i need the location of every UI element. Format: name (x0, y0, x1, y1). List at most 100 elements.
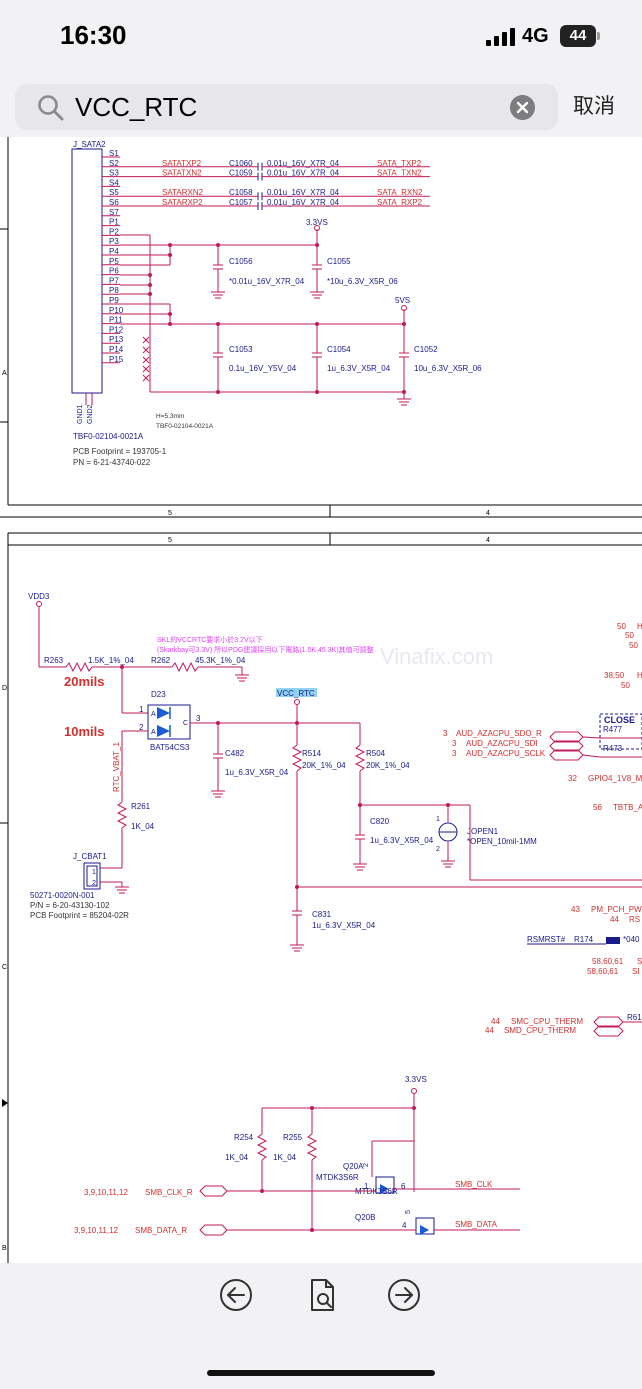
note-line1: SKL的VCCRTC要求小於3.2V以下 (157, 635, 263, 644)
r254-label: R254 (234, 1133, 254, 1142)
top-sheet: A 5 4 J_SATA2 S1S2S3S4S5S6S7P1P2P3P4P5P6… (0, 137, 642, 518)
series-cap-value: 0.01u_16V_X7R_04 (267, 198, 340, 207)
cbat-part: 50271-0020N-001 (30, 891, 95, 900)
vdd3-label: VDD3 (28, 592, 50, 601)
pin-p14: P14 (109, 345, 124, 354)
ref-h1: H (637, 622, 642, 631)
status-time: 16:30 (60, 20, 127, 50)
jopen1-pin1: 1 (436, 816, 440, 823)
q20b-label: Q20B (355, 1213, 375, 1222)
gpio4-ref: 32 (568, 774, 577, 783)
bottom-sheet: 5 4 D C B Vinafix.com VDD3 SKL的VCCRTC要求小… (0, 532, 642, 1263)
rsmrst-net: RSMRST# (527, 935, 566, 944)
d23-a2: A (151, 729, 156, 736)
pin-s4: S4 (109, 178, 119, 187)
pin-p6: P6 (109, 267, 119, 276)
battery-icon: 44 (560, 25, 596, 47)
part-note: TBF0-02104-0021A (156, 423, 214, 430)
battery-tip (597, 32, 600, 40)
close-label: CLOSE (604, 715, 635, 725)
series-cap-label: C1058 (229, 188, 253, 197)
cellular-signal-icon (486, 28, 515, 46)
r61-label: R61 (627, 1013, 642, 1022)
c1054-value: 1u_6.3V_X5R_04 (327, 364, 391, 373)
pin-s2: S2 (109, 159, 119, 168)
q20a-part: MTDK3S6R (316, 1173, 359, 1182)
q20b-pin4: 4 (402, 1221, 407, 1230)
forward-icon[interactable] (387, 1278, 421, 1312)
aud-sdo: AUD_AZACPU_SDO_R (456, 729, 542, 738)
ref-si: SI (632, 967, 640, 976)
ruler-b: B (2, 1245, 7, 1252)
c1055-label: C1055 (327, 257, 351, 266)
c820-value: 1u_6.3V_X5R_04 (370, 836, 434, 845)
mils20-note: 20mils (64, 674, 104, 689)
ref-50c: 50 (629, 641, 638, 650)
pin-s1: S1 (109, 149, 119, 158)
network-type: 4G (522, 25, 549, 47)
cbat-pn: P/N = 6-20-43130-102 (30, 901, 110, 910)
pin-p15: P15 (109, 355, 124, 364)
r261-value: 1K_04 (131, 822, 155, 831)
c1055-value: *10u_6.3V_X5R_06 (327, 277, 398, 286)
connector-part: TBF0-02104-0021A (73, 432, 144, 441)
back-icon[interactable] (219, 1278, 253, 1312)
c1052-label: C1052 (414, 345, 438, 354)
vcc-rtc-net: VCC_RTC (277, 689, 315, 698)
ruler-4b: 4 (486, 537, 490, 544)
smb-data-refs: 3,9,10,11,12 (74, 1226, 118, 1235)
q20b-pin5: 5 (405, 1210, 412, 1214)
note-line2: (Skarkbay可3.3V) 所以PDG建議採用以下電路(1.5K,45.3K… (157, 645, 374, 654)
r504-value: 20K_1%_04 (366, 761, 410, 770)
pin-s6: S6 (109, 198, 119, 207)
cbat-pin2: 2 (92, 880, 96, 887)
c1053-value: 0.1u_16V_Y5V_04 (229, 364, 297, 373)
sata-in-net: SATARXP2 (162, 198, 203, 207)
sata-out-net: SATA_TXP2 (377, 159, 422, 168)
smb-clk-refs: 3,9,10,11,12 (84, 1188, 128, 1197)
pin-p13: P13 (109, 335, 124, 344)
cancel-button[interactable]: 取消 (573, 94, 615, 118)
pin-p1: P1 (109, 218, 119, 227)
tbtb-ref: 56 (593, 803, 602, 812)
pin-p12: P12 (109, 325, 124, 334)
pin-p11: P11 (109, 316, 123, 325)
search-input[interactable]: VCC_RTC (75, 92, 198, 122)
pm-pch-ref: 43 (571, 905, 580, 914)
pin-p3: P3 (109, 237, 119, 246)
sata-in-net: SATATXP2 (162, 159, 202, 168)
d23-pin2: 2 (139, 723, 144, 732)
c1056-label: C1056 (229, 257, 253, 266)
d23-label: D23 (151, 690, 166, 699)
ref-s: S (637, 957, 642, 966)
smb-data-net: SMB_DATA (455, 1220, 498, 1229)
gpio4-net: GPIO4_1V8_M (588, 774, 642, 783)
cbat-footprint: PCB Footprint = 85204-02R (30, 911, 129, 920)
connector-footprint: PCB Footprint = 193705-1 (73, 447, 167, 456)
rail-5v: 5VS (395, 296, 410, 305)
clear-search-icon[interactable] (510, 95, 535, 120)
series-cap-label: C1057 (229, 198, 253, 207)
height-note: H=5.3mm (156, 413, 184, 420)
d23-a1: A (151, 711, 156, 718)
r261-label: R261 (131, 802, 151, 811)
ref-h2: H (637, 671, 642, 680)
ruler-a: A (2, 370, 7, 377)
ruler-4: 4 (486, 510, 490, 517)
c1054-label: C1054 (327, 345, 351, 354)
connector-pn: PN = 6-21-43740-022 (73, 458, 151, 467)
series-cap-value: 0.01u_16V_X7R_04 (267, 169, 340, 178)
r262-label: R262 (151, 656, 171, 665)
therm-ref2: 44 (485, 1026, 494, 1035)
pin-p7: P7 (109, 276, 119, 285)
d23-pin1: 1 (139, 705, 144, 714)
search-bar[interactable]: VCC_RTC (15, 84, 558, 130)
rtc-vbat-net: RTC_VBAT_1 (112, 742, 121, 792)
q20b-part: MTDK3S6R (355, 1187, 398, 1196)
home-indicator[interactable] (207, 1370, 435, 1376)
document-search-icon[interactable] (306, 1278, 340, 1312)
smb-clk-r-net: SMB_CLK_R (145, 1188, 193, 1197)
aud-sclk: AUD_AZACPU_SCLK (466, 749, 546, 758)
